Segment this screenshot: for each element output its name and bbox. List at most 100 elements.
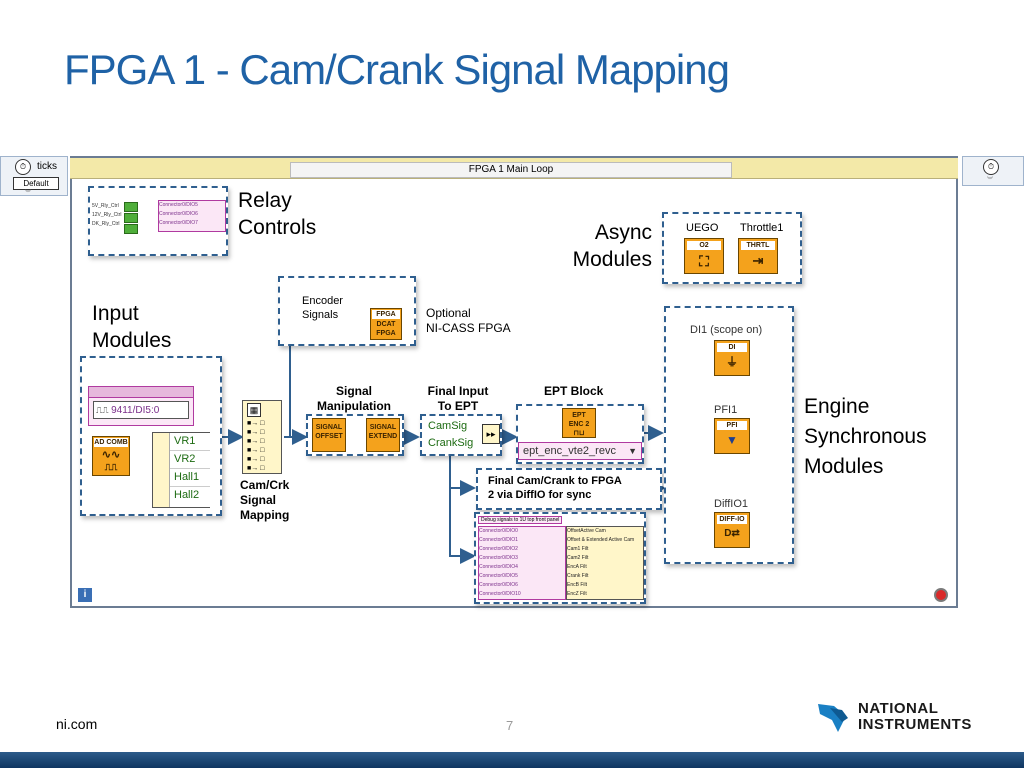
stop-icon[interactable] (934, 588, 948, 602)
signal-manip-box: SIGNAL OFFSET SIGNAL EXTEND (306, 414, 404, 456)
slide-title: FPGA 1 - Cam/Crank Signal Mapping (64, 46, 730, 93)
relay-input-1: 12V_Rly_Ctrl (92, 212, 122, 218)
final-cam-note: Final Cam/Crank to FPGA 2 via DiffIO for… (488, 474, 622, 502)
relay-green-terminals (124, 202, 138, 234)
pfi1-icon-label: PFI (717, 421, 747, 430)
debug-channel-4: Connector0/DIO4 (479, 564, 518, 570)
async-modules-label-line2: Modules (572, 248, 652, 271)
adcomb-icon-label: AD COMB (94, 438, 128, 447)
relay-controls-box: 5V_Rly_Ctrl 12V_Rly_Ctrl DK_Rly_Ctrl Con… (88, 186, 228, 256)
camcrk-label-line1: Cam/Crk (240, 478, 290, 492)
signal-extend-line2: EXTEND (368, 433, 398, 440)
waveform-icon: ∿∿ (101, 449, 121, 461)
camcrk-mapping-node[interactable]: ▦ ■→ □■→ □■→ □■→ □■→ □■→ □ (242, 400, 282, 474)
signal-extend-icon[interactable]: SIGNAL EXTEND (366, 418, 400, 452)
throttle-icon: ⇥ (752, 253, 764, 268)
di-channel-value: 9411/DI5:0 (111, 405, 160, 416)
relay-output-2: Connector0/DIO7 (159, 220, 198, 226)
left-ticks-panel: ⏱ ticks Default ︾ (0, 156, 68, 197)
pfi1-label: PFI1 (714, 404, 738, 416)
di-channel-control[interactable]: ⎍⎍ 9411/DI5:0 (88, 386, 194, 426)
input-channel-cluster: VR1 VR2 Hall1 Hall2 (152, 432, 210, 508)
encoder-signals-box: Encoder Signals FPGA DCAT FPGA (278, 276, 416, 346)
adcomb-module-icon[interactable]: AD COMB ∿∿ ⎍⎍ (92, 436, 130, 476)
page-number: 7 (506, 718, 514, 733)
input-modules-label: Input Modules (92, 300, 171, 354)
loop-info-icon[interactable]: i (78, 588, 92, 602)
debug-channel-0: Connector0/DIO0 (479, 528, 518, 534)
encoder-icon-line1: FPGA (372, 310, 400, 319)
relay-controls-label-line2: Controls (238, 216, 317, 239)
uego-label: UEGO (686, 222, 719, 234)
final-cam-note-line1: Final Cam/Crank to FPGA (488, 475, 622, 487)
encoder-fpga-icon[interactable]: FPGA DCAT FPGA (370, 308, 402, 340)
debug-signal-list: OffsetActive Cam Offset & Extended Activ… (566, 526, 644, 600)
input-channel-2: Hall1 (170, 469, 210, 487)
signal-offset-line1: SIGNAL (315, 424, 343, 431)
uego-module-icon[interactable]: O2 ⛶ (684, 238, 724, 274)
async-modules-label: Async Modules (548, 219, 652, 273)
ept-selector-dropdown[interactable]: ept_enc_vte2_revc ▼ (518, 442, 642, 460)
waveform-icon: ⊓⊔ (573, 430, 585, 437)
camcrk-label-line3: Mapping (240, 508, 290, 522)
diffio-io-icon: D⇄ (724, 528, 740, 539)
timer-icon: ⏱ (983, 159, 999, 175)
engine-sync-box: DI1 (scope on) DI ⏚ PFI1 PFI ▼ DiffIO1 D… (664, 306, 794, 564)
grid-icon: ▦ (247, 403, 261, 417)
final-input-line1: Final Input (427, 384, 489, 398)
footer-bar (0, 752, 1024, 768)
relay-output-1: Connector0/DIO6 (159, 211, 198, 217)
default-dropdown[interactable]: Default (13, 177, 59, 190)
diffio-module-icon[interactable]: DIFF-IO D⇄ (714, 512, 750, 548)
encoder-signals-line2: Signals (302, 309, 339, 321)
pfi1-module-icon[interactable]: PFI ▼ (714, 418, 750, 454)
camcrk-label-line2: Signal (240, 493, 277, 507)
async-modules-box: UEGO O2 ⛶ Throttle1 THRTL ⇥ (662, 212, 802, 284)
input-modules-label-line1: Input (92, 302, 139, 325)
di1-module-icon[interactable]: DI ⏚ (714, 340, 750, 376)
encoder-icon-line2: DCAT (376, 321, 396, 328)
signal-manip-label: Signal Manipulation (306, 384, 402, 414)
throttle-module-icon[interactable]: THRTL ⇥ (738, 238, 778, 274)
engine-sync-line3: Modules (804, 455, 884, 478)
footer-url[interactable]: ni.com (56, 716, 98, 732)
engine-sync-line2: Synchronous (804, 425, 927, 448)
ni-logo: NATIONAL INSTRUMENTS (816, 698, 986, 738)
ni-logo-text-1: NATIONAL (858, 700, 939, 717)
relay-output-list: Connector0/DIO5 Connector0/DIO6 Connecto… (158, 200, 226, 232)
scope-icon: ⏚ (725, 355, 738, 369)
debug-channel-list: Connector0/DIO0 Connector0/DIO1 Connecto… (478, 526, 566, 600)
relay-input-0: 5V_Rly_Ctrl (92, 203, 119, 209)
debug-channel-6: Connector0/DIO6 (479, 582, 518, 588)
debug-header: Debug signals to 1U top front panel (478, 516, 563, 524)
diffio-label: DiffIO1 (714, 498, 749, 510)
final-cam-note-box: Final Cam/Crank to FPGA 2 via DiffIO for… (476, 468, 662, 510)
async-modules-label-line1: Async (594, 221, 652, 244)
diffio-icon-label: DIFF-IO (717, 515, 747, 524)
ept-enc-icon[interactable]: EPT ENC 2 ⊓⊔ (562, 408, 596, 438)
di1-label: DI1 (scope on) (690, 324, 763, 336)
relay-output-0: Connector0/DIO5 (159, 202, 198, 208)
di1-icon-label: DI (717, 343, 747, 352)
chevron-down-icon: ▼ (628, 446, 637, 456)
signal-manip-line2: Manipulation (317, 399, 391, 413)
chevron-down-icon: ︾ (987, 178, 994, 184)
uego-icon-label: O2 (687, 241, 721, 250)
debug-signal-4: EncA Filt (567, 564, 587, 570)
debug-signal-2: Cam1 Filt (567, 546, 589, 552)
debug-channel-2: Connector0/DIO2 (479, 546, 518, 552)
input-channel-1: VR2 (170, 451, 210, 469)
final-input-cluster: CamSig CrankSig (424, 418, 480, 452)
input-channel-0: VR1 (170, 433, 210, 451)
throttle-label: Throttle1 (740, 222, 784, 234)
chevron-down-icon: ︾ (25, 191, 32, 197)
mapping-terminals: ■→ □■→ □■→ □■→ □■→ □■→ □ (247, 420, 265, 472)
ept-icon-line2: ENC 2 (568, 421, 590, 428)
di-channel-value-box: ⎍⎍ 9411/DI5:0 (93, 401, 189, 419)
final-input-line2: To EPT (437, 399, 479, 413)
signal-offset-icon[interactable]: SIGNAL OFFSET (312, 418, 346, 452)
encoder-signals-label: Encoder Signals (302, 294, 343, 322)
input-modules-label-line2: Modules (92, 329, 172, 352)
optional-label: Optional NI-CASS FPGA (426, 306, 511, 336)
relay-controls-label: Relay Controls (238, 187, 316, 241)
